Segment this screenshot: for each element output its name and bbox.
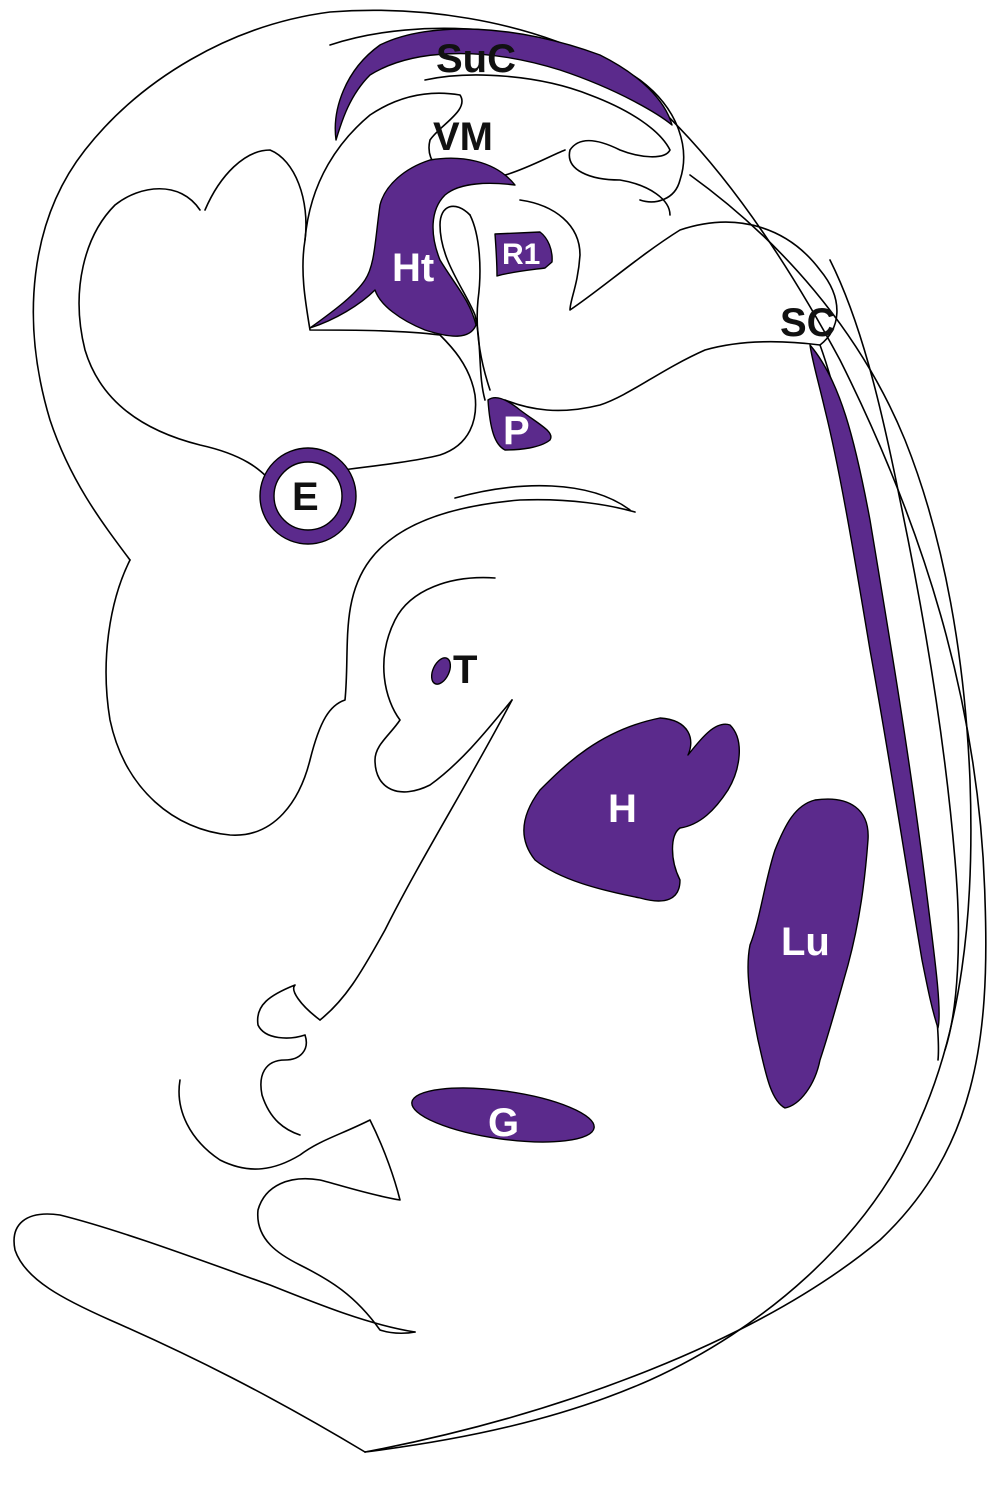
upper-jaw-line (455, 486, 630, 510)
jaw-outline (375, 578, 512, 792)
forelimb-bud (258, 985, 320, 1135)
label-suc: SuC (436, 37, 516, 81)
label-p: P (503, 409, 530, 453)
region-t (428, 655, 454, 687)
outer-body-outline (33, 10, 985, 1452)
label-g: G (488, 1101, 519, 1145)
label-vm: VM (433, 115, 493, 159)
label-e: E (292, 475, 319, 519)
label-h: H (608, 787, 637, 831)
label-r1: R1 (502, 238, 540, 271)
oral-line (320, 700, 512, 1020)
label-ht: Ht (392, 246, 434, 290)
tail-outline (14, 1214, 415, 1452)
label-lu: Lu (781, 920, 830, 964)
label-sc: SC (780, 301, 836, 345)
label-t: T (453, 648, 477, 692)
